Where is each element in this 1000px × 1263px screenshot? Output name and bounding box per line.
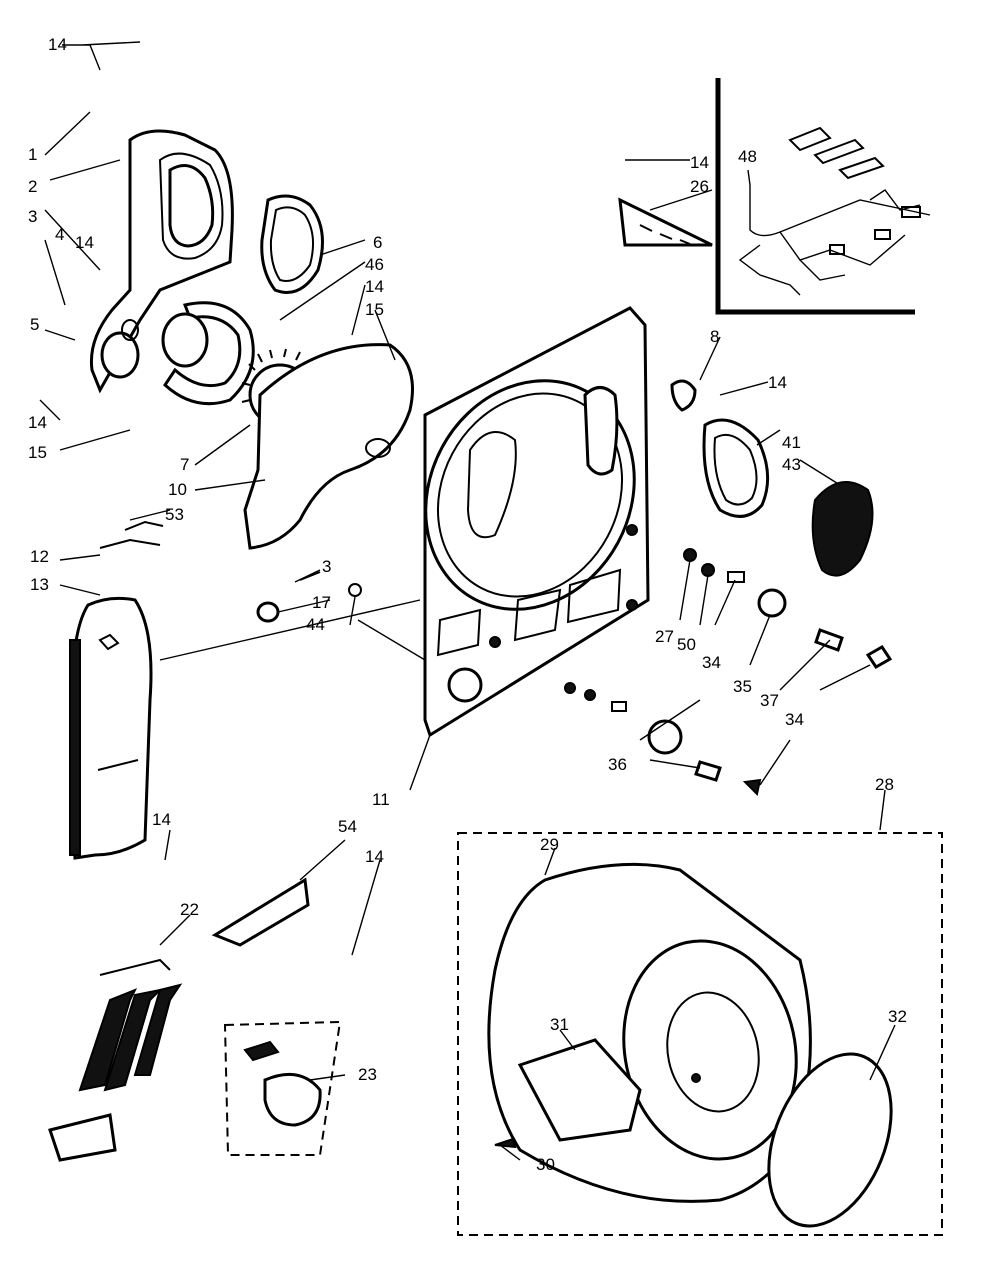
callout-54: 54: [338, 817, 357, 836]
callout-3: 3: [28, 207, 37, 226]
callout-14: 14: [365, 277, 384, 296]
callout-15: 15: [28, 443, 47, 462]
callout-44: 44: [306, 615, 325, 634]
callout-14: 14: [365, 847, 384, 866]
rollers-and-shafts: [564, 548, 893, 797]
wiring-harness-inset: [715, 78, 931, 315]
callout-2: 2: [28, 177, 37, 196]
drum-assembly-28: [457, 832, 943, 1236]
callout-15: 15: [365, 300, 384, 319]
callout-48: 48: [738, 147, 757, 166]
bracket-54: [211, 877, 310, 947]
callout-34: 34: [702, 653, 721, 672]
callout-10: 10: [168, 480, 187, 499]
callout-1: 1: [28, 145, 37, 164]
callout-26: 26: [690, 177, 709, 196]
door-switch-26: [618, 197, 713, 247]
callout-14: 14: [28, 413, 47, 432]
callout-23: 23: [358, 1065, 377, 1084]
callout-31: 31: [550, 1015, 569, 1034]
callout-14: 14: [768, 373, 787, 392]
leader-lines: [39, 41, 896, 1161]
callout-50: 50: [677, 635, 696, 654]
small-parts-17-44: [256, 571, 362, 623]
front-panel-11: [423, 306, 650, 738]
front-cover-13: [69, 596, 153, 860]
drum-seal-6: [260, 194, 324, 294]
callout-30: 30: [536, 1155, 555, 1174]
callout-27: 27: [655, 627, 674, 646]
callout-5: 5: [30, 315, 39, 334]
callout-4: 4: [55, 225, 64, 244]
callout-8: 8: [710, 327, 719, 346]
thermostat-kit-23: [223, 1020, 342, 1156]
callout-22: 22: [180, 900, 199, 919]
callout-13: 13: [30, 575, 49, 594]
callout-53: 53: [165, 505, 184, 524]
upper-trim-12: [99, 520, 164, 549]
rear-bulkhead-assembly: [89, 129, 234, 394]
callout-labels: 1 2 3 4 14 14 5 14 15 6 46 14 15 7 10 53…: [28, 35, 907, 1174]
callout-14: 14: [152, 810, 171, 829]
callout-12: 12: [30, 547, 49, 566]
callout-28: 28: [875, 775, 894, 794]
lint-screen-43: [811, 481, 874, 577]
callout-6: 6: [373, 233, 382, 252]
callout-17: 17: [312, 593, 331, 612]
bracket-8: [670, 379, 697, 412]
callout-14: 14: [690, 153, 709, 172]
callout-36: 36: [608, 755, 627, 774]
callout-46: 46: [365, 255, 384, 274]
callout-14: 14: [48, 35, 67, 54]
callout-7: 7: [180, 455, 189, 474]
callout-41: 41: [782, 433, 801, 452]
heating-element-22: [48, 958, 183, 1162]
callout-3: 3: [322, 557, 331, 576]
lint-seal-41: [702, 418, 770, 518]
callout-43: 43: [782, 455, 801, 474]
callout-14: 14: [75, 233, 94, 252]
callout-35: 35: [733, 677, 752, 696]
callout-32: 32: [888, 1007, 907, 1026]
callout-11: 11: [372, 790, 390, 809]
callout-34: 34: [785, 710, 804, 729]
front-cover-10: [243, 343, 414, 550]
seal-46: [161, 301, 255, 406]
callout-37: 37: [760, 691, 779, 710]
callout-29: 29: [540, 835, 559, 854]
